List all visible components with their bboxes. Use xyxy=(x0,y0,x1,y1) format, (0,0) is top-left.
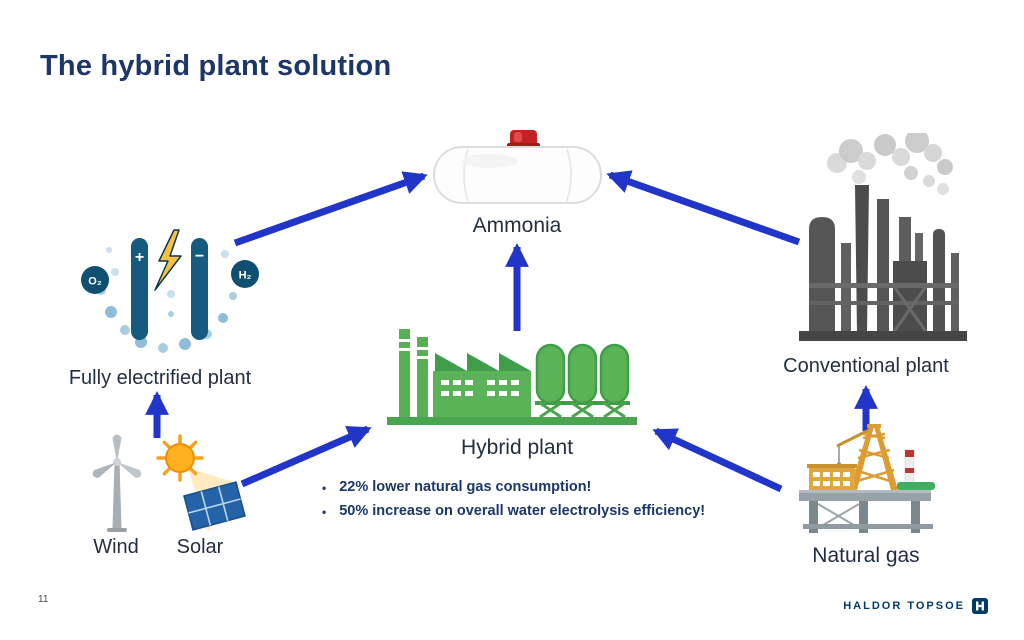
arrow-naturalgas-to-hybrid xyxy=(652,427,783,493)
o2-badge: O₂ xyxy=(88,276,102,288)
crane-arm xyxy=(836,428,870,448)
storage-tanks xyxy=(535,343,630,419)
bullet-text: 50% increase on overall water electrolys… xyxy=(339,503,706,519)
platform-building xyxy=(809,468,855,492)
minus-sign: − xyxy=(195,248,204,265)
arrow-electrified-to-ammonia xyxy=(233,171,428,247)
label-wind: Wind xyxy=(93,536,139,558)
solar-panel-grid xyxy=(188,486,241,526)
label-conventional-plant: Conventional plant xyxy=(783,355,949,377)
electrolysis-cell-icon: + − O₂ H₂ xyxy=(81,229,259,353)
page-number: 11 xyxy=(38,594,49,605)
platform-deck xyxy=(799,493,931,501)
helipad xyxy=(897,482,935,490)
offshore-gas-platform-icon xyxy=(799,424,935,533)
arrow-solar-to-hybrid xyxy=(240,425,372,488)
wind-turbine-icon xyxy=(92,434,142,532)
label-fully-electrified-plant: Fully electrified plant xyxy=(68,367,252,389)
sun-and-solar-panel-icon xyxy=(156,434,246,532)
haldor-topsoe-logo: HALDOR TOPSOE xyxy=(843,598,988,614)
label-natural-gas: Natural gas xyxy=(812,544,920,567)
label-solar: Solar xyxy=(176,536,224,558)
factory-windows xyxy=(441,380,519,396)
page-title: The hybrid plant solution xyxy=(40,50,392,82)
h2-badge-circle xyxy=(231,260,259,288)
logo-text: HALDOR TOPSOE xyxy=(843,600,965,612)
h2-badge: H₂ xyxy=(239,270,252,282)
arrow-conventional-to-ammonia xyxy=(606,170,801,246)
plus-sign: + xyxy=(135,249,144,266)
bullet-marker: • xyxy=(322,481,327,495)
label-hybrid-plant: Hybrid plant xyxy=(460,436,574,459)
o2-badge-circle xyxy=(81,266,109,294)
smoke-puffs xyxy=(827,133,953,195)
label-ammonia: Ammonia xyxy=(472,214,562,237)
sun-icon xyxy=(165,443,195,473)
bullet-item: • 22% lower natural gas consumption! xyxy=(322,479,705,498)
haldor-topsoe-logo-icon xyxy=(972,598,988,614)
refinery-smokestacks-icon xyxy=(799,133,967,341)
anode-bar xyxy=(131,238,148,340)
benefit-bullets: • 22% lower natural gas consumption! • 5… xyxy=(322,479,705,527)
lightning-icon xyxy=(154,229,182,291)
sun-rays xyxy=(156,434,204,482)
bullet-item: • 50% increase on overall water electrol… xyxy=(322,503,705,522)
cathode-bar xyxy=(191,238,208,340)
ammonia-tank-icon xyxy=(433,130,602,204)
bullet-marker: • xyxy=(322,505,327,519)
green-factory-icon xyxy=(387,329,637,425)
bullet-text: 22% lower natural gas consumption! xyxy=(339,479,592,495)
derrick-tower xyxy=(850,424,898,490)
